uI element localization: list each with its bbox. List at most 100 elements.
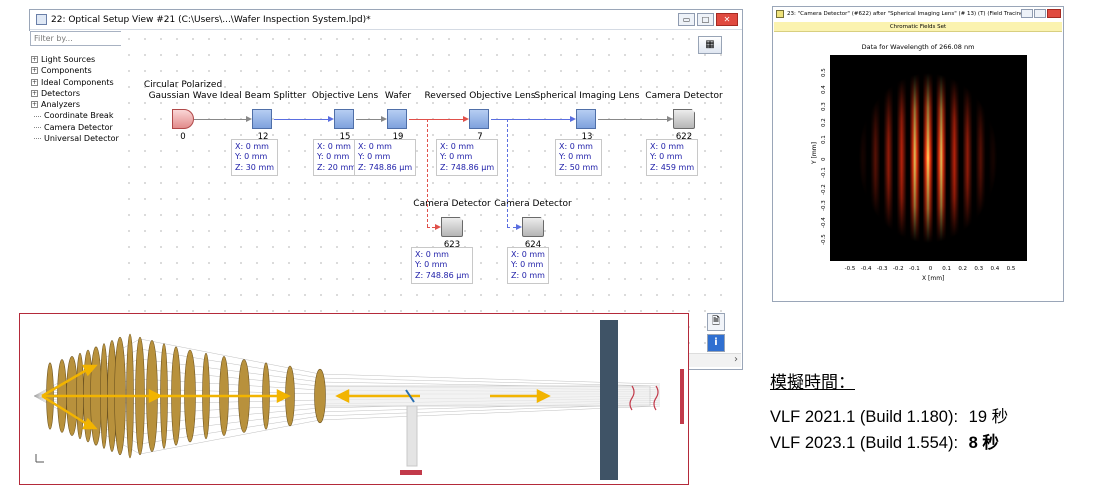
tree-item[interactable]: +Components	[31, 65, 119, 76]
element-index: 19	[392, 132, 404, 142]
expand-icon[interactable]: +	[31, 78, 38, 86]
component-block[interactable]	[469, 109, 489, 129]
y-tick-label: 0	[821, 157, 827, 162]
connector-line	[274, 119, 328, 120]
element-label: Camera Detector	[645, 91, 723, 101]
perf-row-2021: VLF 2021.1 (Build 1.180): 19 秒	[770, 403, 1008, 427]
position-x: X: 0 mm	[650, 142, 684, 151]
x-axis-label: X [mm]	[922, 275, 945, 282]
connector-arrow	[328, 115, 334, 122]
y-tick-label: -0.4	[821, 217, 827, 229]
tree-item[interactable]: +Analyzers	[31, 99, 119, 110]
element-label: Ideal Beam Splitter	[219, 91, 307, 101]
wafer-plate	[600, 320, 618, 480]
tree-item[interactable]: +Detectors	[31, 88, 119, 99]
expand-icon[interactable]: +	[31, 101, 38, 109]
element-label: Objective Lens	[311, 91, 379, 101]
position-y: Y: 0 mm	[415, 260, 448, 270]
position-x: X: 0 mm	[317, 142, 351, 151]
component-block[interactable]	[252, 109, 272, 129]
connector-arrow	[667, 115, 673, 122]
connector-arrow	[381, 115, 387, 122]
tree-connector	[34, 138, 41, 140]
position-z: Z: 748.86 µm	[440, 162, 495, 172]
maximize-button[interactable]: □	[697, 13, 714, 26]
window-titlebar[interactable]: 22: Optical Setup View #21 (C:\Users\...…	[30, 10, 742, 30]
connector-arrow	[435, 223, 441, 230]
element-label: Reversed Objective Lens	[424, 91, 536, 101]
tree-item-label: Analyzers	[41, 100, 80, 110]
position-y: Y: 0 mm	[317, 152, 350, 162]
expand-icon[interactable]: +	[31, 67, 38, 75]
position-z: Z: 0 mm	[511, 270, 545, 280]
camera-detector-block[interactable]	[522, 217, 544, 237]
tree-item[interactable]: +Ideal Components	[31, 77, 119, 88]
x-tick-label: 0.4	[990, 266, 1000, 272]
tree-item[interactable]: +Light Sources	[31, 54, 119, 65]
component-block[interactable]	[576, 109, 596, 129]
detector-close-button[interactable]	[1047, 9, 1061, 18]
system-3d-view[interactable]	[19, 313, 689, 485]
detector-window-titlebar[interactable]: 23: "Camera Detector" (#622) after "Sphe…	[773, 7, 1063, 21]
detector-maximize-button[interactable]	[1034, 9, 1046, 18]
intensity-plot[interactable]	[830, 55, 1027, 261]
y-tick-label: 0.4	[821, 85, 827, 94]
camera-detector-block[interactable]	[441, 217, 463, 237]
y-tick-label: 0.5	[821, 68, 827, 77]
detector-minimize-button[interactable]	[1021, 9, 1033, 18]
fringe-band	[936, 55, 947, 261]
tree-item[interactable]: Camera Detector	[31, 122, 119, 133]
detector-subtitle: Chromatic Fields Set	[774, 22, 1062, 32]
connector-arrow	[463, 115, 469, 122]
fringe-band	[896, 55, 907, 261]
perf-time: 8 秒	[968, 434, 999, 452]
position-y: Y: 0 mm	[511, 260, 544, 270]
x-tick-label: 0	[928, 266, 933, 272]
document-icon[interactable]: 🗎	[707, 313, 725, 331]
scroll-right-icon[interactable]: ›	[734, 354, 738, 365]
element-label: Wafer	[384, 91, 412, 101]
close-button[interactable]: ✕	[716, 13, 738, 26]
light-source-block[interactable]	[172, 109, 194, 129]
detector-result-window: 23: "Camera Detector" (#622) after "Sphe…	[772, 6, 1064, 302]
element-index: 12	[257, 132, 269, 142]
perf-version: VLF 2023.1 (Build 1.554):	[770, 434, 959, 452]
x-tick-label: -0.5	[844, 266, 856, 272]
minimize-button[interactable]: ▭	[678, 13, 695, 26]
x-tick-label: -0.3	[876, 266, 888, 272]
detector-window-title: 23: "Camera Detector" (#622) after "Sphe…	[787, 11, 1026, 17]
tree-connector	[34, 115, 41, 117]
lens-system-drawing	[33, 320, 684, 480]
x-tick-label: 0.1	[942, 266, 951, 272]
position-x: X: 0 mm	[415, 250, 449, 259]
element-label: Gaussian Wave	[148, 91, 218, 101]
table-view-icon[interactable]: ▦	[698, 36, 722, 54]
fringe-band	[989, 55, 999, 261]
expand-icon[interactable]: +	[31, 90, 38, 98]
position-x: X: 0 mm	[511, 250, 545, 259]
element-label: Camera Detector	[413, 199, 491, 209]
tree-item[interactable]: Coordinate Break	[31, 110, 119, 121]
tree-item[interactable]: Universal Detector	[31, 133, 119, 144]
element-label: Camera Detector	[494, 199, 572, 209]
transmitted-connector	[507, 227, 516, 228]
component-block[interactable]	[334, 109, 354, 129]
fringe-band	[857, 55, 867, 261]
tree-item-label: Ideal Components	[41, 77, 114, 87]
transmitted-connector	[507, 119, 508, 227]
info-icon[interactable]: i	[707, 334, 725, 352]
component-block[interactable]	[387, 109, 407, 129]
fringe-band	[949, 55, 960, 261]
tree-item-label: Coordinate Break	[44, 111, 114, 121]
position-x: X: 0 mm	[235, 142, 269, 151]
position-z: Z: 748.86 µm	[358, 162, 413, 172]
camera-detector-block[interactable]	[673, 109, 695, 129]
expand-icon[interactable]: +	[31, 56, 38, 64]
detector-bar-bottom	[400, 470, 422, 475]
position-z: Z: 748.86 µm	[415, 270, 470, 280]
